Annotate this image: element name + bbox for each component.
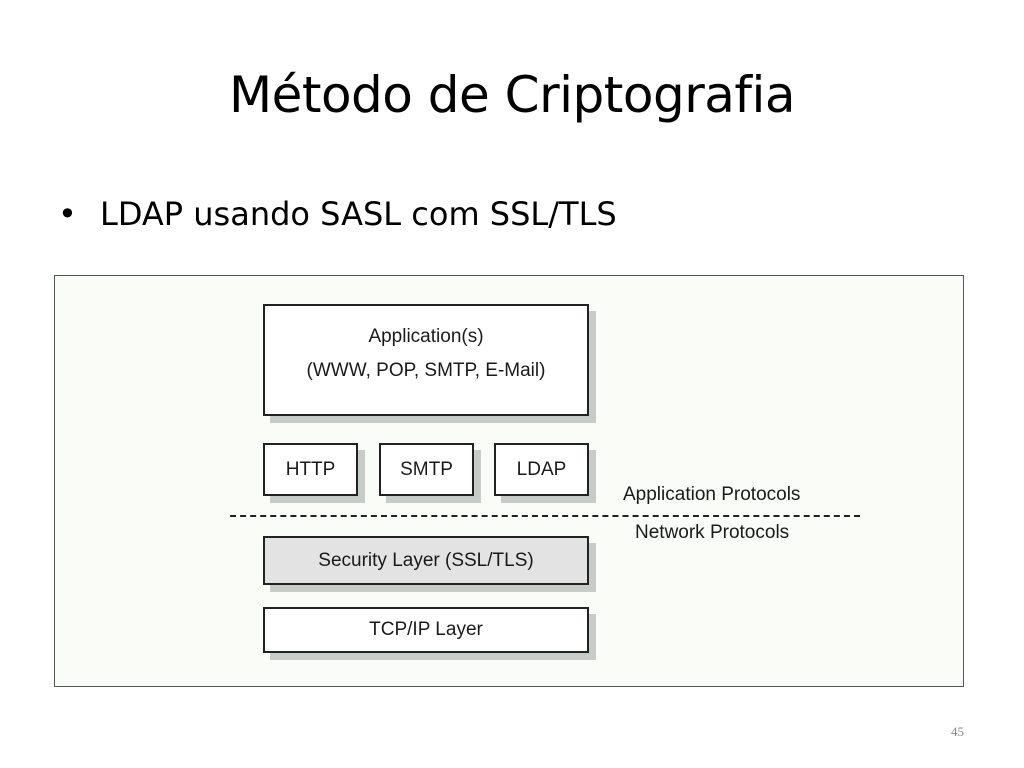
smtp-protocol-box: SMTP — [379, 443, 474, 496]
application-box: Application(s) (WWW, POP, SMTP, E-Mail) — [263, 304, 589, 416]
network-protocols-label: Network Protocols — [635, 522, 790, 543]
security-layer-box: Security Layer (SSL/TLS) — [263, 536, 589, 585]
ldap-protocol-box: LDAP — [494, 443, 589, 496]
application-box-examples: (WWW, POP, SMTP, E-Mail) — [306, 360, 546, 381]
application-box-title: Application(s) — [368, 326, 484, 347]
http-protocol-box: HTTP — [263, 443, 358, 496]
slide-title: Método de Criptografia — [228, 66, 796, 124]
bullet-text: LDAP usando SASL com SSL/TLS — [100, 195, 617, 233]
application-protocols-label: Application Protocols — [623, 484, 801, 505]
tcp-ip-layer-box: TCP/IP Layer — [263, 607, 589, 653]
page-number: 45 — [951, 724, 964, 739]
bullet-item: • LDAP usando SASL com SSL/TLS — [58, 192, 617, 236]
bullet-marker: • — [58, 195, 77, 233]
protocol-divider-line — [230, 515, 860, 517]
protocol-stack-diagram: Application(s) (WWW, POP, SMTP, E-Mail) … — [54, 275, 964, 687]
